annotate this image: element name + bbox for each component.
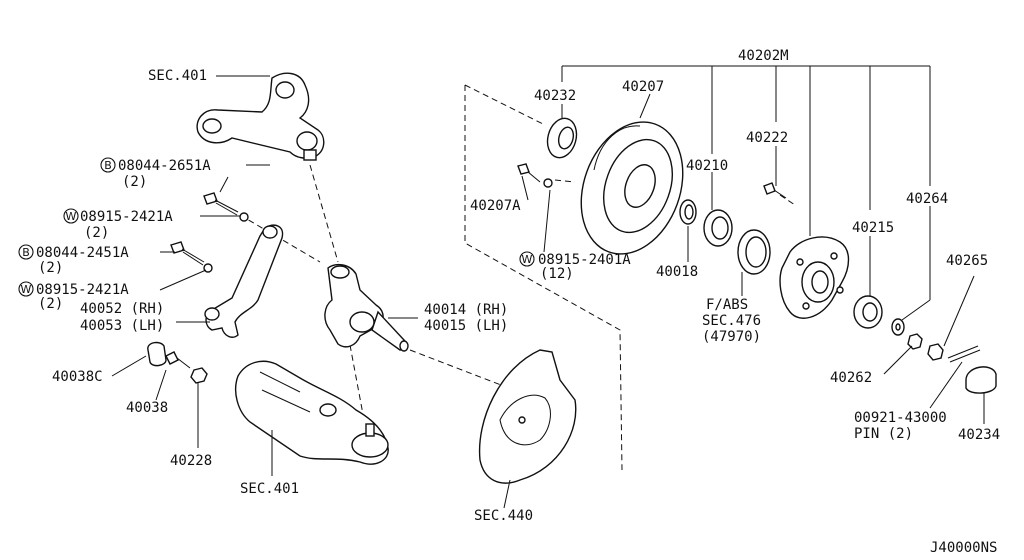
label-08915-2421a-1-qty: (2) xyxy=(84,225,109,241)
label-00921-43000: 00921-43000 xyxy=(854,410,947,426)
lower-arm xyxy=(234,360,389,465)
bolt-40222 xyxy=(763,182,787,199)
label-40264: 40264 xyxy=(906,191,948,207)
sensor-ring xyxy=(737,229,771,275)
nut-40265 xyxy=(927,343,944,361)
dust-shield xyxy=(478,349,577,484)
badge-b-1-text: B xyxy=(104,159,112,172)
label-40053: 40053 (LH) xyxy=(80,318,164,334)
left-fasteners xyxy=(147,192,249,384)
label-40228: 40228 xyxy=(170,453,212,469)
knuckle xyxy=(324,263,409,352)
label-sec476: SEC.476 xyxy=(702,313,761,329)
bearing-40018 xyxy=(679,199,697,225)
label-40018: 40018 xyxy=(656,264,698,280)
label-40015: 40015 (LH) xyxy=(424,318,508,334)
bolt-40207a xyxy=(517,163,553,188)
badge-w-1: W xyxy=(63,208,79,224)
cotter-pin xyxy=(947,345,981,363)
badge-w-2-text: W xyxy=(21,283,32,296)
label-40265: 40265 xyxy=(946,253,988,269)
steering-arm xyxy=(204,224,284,338)
seal-40232 xyxy=(546,117,578,159)
badge-b-2: B xyxy=(18,244,34,260)
label-40262: 40262 xyxy=(830,370,872,386)
label-08044-2451a: 08044-2451A xyxy=(36,245,129,261)
badge-w-3: W xyxy=(519,251,535,267)
bearing-40210 xyxy=(703,209,733,247)
label-08915-2421a-2-qty: (2) xyxy=(38,296,63,312)
leader-lines xyxy=(111,65,985,509)
label-40038c: 40038C xyxy=(52,369,103,385)
label-pin: PIN (2) xyxy=(854,426,913,442)
badge-w-2: W xyxy=(18,281,34,297)
label-08915-2401a: 08915-2401A xyxy=(538,252,631,268)
wheel-hub xyxy=(779,236,850,319)
diagram-code: J40000NS xyxy=(930,540,997,556)
label-40234: 40234 xyxy=(958,427,1000,443)
badge-b-2-text: B xyxy=(22,246,30,259)
bearing-40215 xyxy=(853,295,883,329)
label-40210: 40210 xyxy=(686,158,728,174)
cap-40234 xyxy=(965,366,997,394)
label-sec401-top: SEC.401 xyxy=(148,68,207,84)
label-40038: 40038 xyxy=(126,400,168,416)
label-40207a: 40207A xyxy=(470,198,521,214)
label-08044-2651a: 08044-2651A xyxy=(118,158,211,174)
label-08915-2401a-qty: (12) xyxy=(540,266,574,282)
label-08044-2651a-qty: (2) xyxy=(122,174,147,190)
badge-w-1-text: W xyxy=(66,210,77,223)
nut-40262 xyxy=(907,333,923,350)
badge-b-1: B xyxy=(100,157,116,173)
label-40052: 40052 (RH) xyxy=(80,301,164,317)
label-40222: 40222 xyxy=(746,130,788,146)
label-40207: 40207 xyxy=(622,79,664,95)
label-08044-2451a-qty: (2) xyxy=(38,260,63,276)
dashed-guides xyxy=(239,84,796,471)
brake-rotor xyxy=(580,121,684,255)
label-sec401-bottom: SEC.401 xyxy=(240,481,299,497)
label-08915-2421a-1: 08915-2421A xyxy=(80,209,173,225)
part-labels: SEC.401 08044-2651A (2) 08915-2421A (2) … xyxy=(36,48,1000,556)
label-fabs: F/ABS xyxy=(706,297,748,313)
upper-arm xyxy=(196,72,325,161)
label-40232: 40232 xyxy=(534,88,576,104)
label-sec440: SEC.440 xyxy=(474,508,533,524)
label-40014: 40014 (RH) xyxy=(424,302,508,318)
label-47970: (47970) xyxy=(702,329,761,345)
label-40215: 40215 xyxy=(852,220,894,236)
badge-w-3-text: W xyxy=(522,253,533,266)
label-08915-2421a-2: 08915-2421A xyxy=(36,282,129,298)
washer-40264 xyxy=(891,318,905,336)
label-40202m: 40202M xyxy=(738,48,789,64)
